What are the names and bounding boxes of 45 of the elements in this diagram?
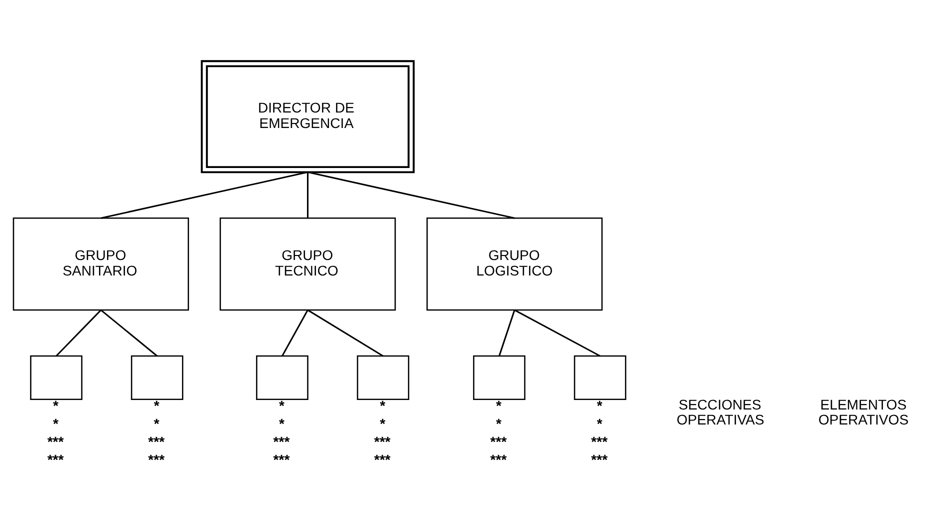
node-box <box>574 354 626 400</box>
node-box: GRUPO LOGISTICO <box>426 217 603 310</box>
node-label: *** <box>591 432 608 449</box>
node-box <box>256 354 308 400</box>
node-box: GRUPO TECNICO <box>220 217 396 310</box>
node-label: * <box>279 397 284 414</box>
node-label: *** <box>273 432 290 449</box>
node-label: * <box>596 415 602 432</box>
connector <box>514 308 600 356</box>
label: ELEMENTOS OPERATIVOS <box>818 396 909 428</box>
node-label: *** <box>490 450 507 467</box>
node-label: *** <box>273 450 290 467</box>
node-label: *** <box>490 432 507 449</box>
node-label: * <box>53 397 59 414</box>
node-label: *** <box>374 450 391 467</box>
node-label: *** <box>148 432 165 449</box>
node-label: *** <box>47 432 64 449</box>
node-label: *** <box>148 450 165 467</box>
node-box: DIRECTOR DE EMERGENCIA <box>200 60 415 173</box>
label: SECCIONES OPERATIVAS <box>676 396 764 428</box>
connector <box>308 170 515 218</box>
connector <box>306 172 308 218</box>
connector <box>56 309 102 356</box>
node-label: *** <box>591 450 608 467</box>
node-box <box>356 354 410 400</box>
connector <box>498 309 516 356</box>
node-box: GRUPO SANITARIO <box>12 217 190 310</box>
node-label: * <box>496 415 502 432</box>
node-label: * <box>154 397 160 414</box>
node-label: * <box>53 415 59 432</box>
node-label: *** <box>374 432 391 449</box>
connector <box>100 308 158 356</box>
node-label: * <box>496 397 502 414</box>
node-label: * <box>279 415 284 432</box>
node-label: * <box>380 415 386 432</box>
node-label: *** <box>47 450 64 467</box>
connector <box>282 309 308 356</box>
connector <box>307 308 384 356</box>
node-box <box>473 354 526 400</box>
node-box <box>130 354 184 400</box>
connector <box>100 170 308 218</box>
node-box <box>30 354 82 400</box>
node-label: * <box>154 415 160 432</box>
node-label: * <box>380 397 386 414</box>
node-label: * <box>596 397 602 414</box>
